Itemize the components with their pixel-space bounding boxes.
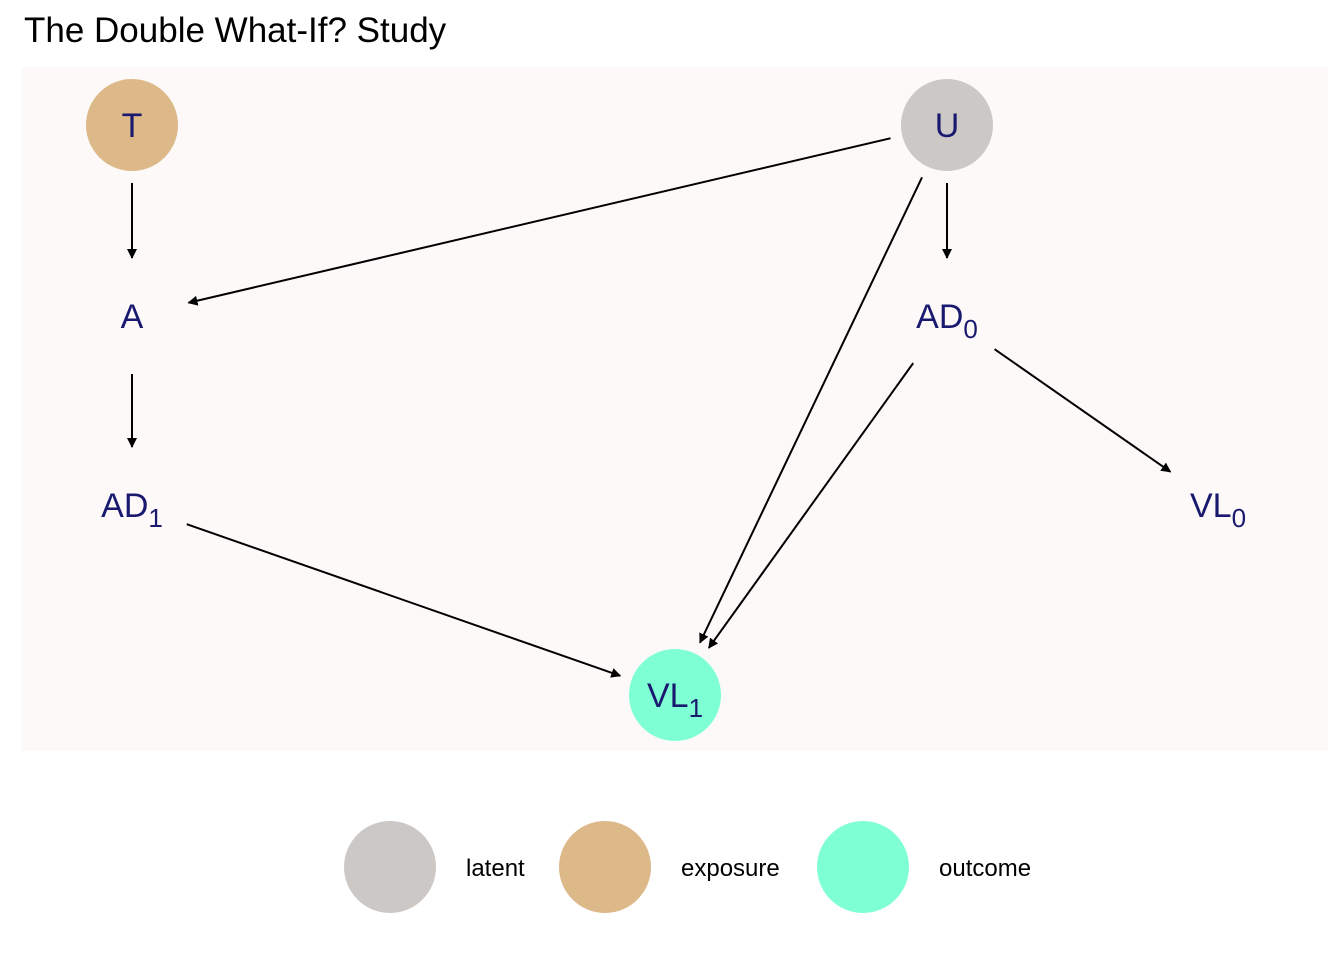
node-circle-outcome: [629, 649, 721, 741]
legend-item-latent: latent: [344, 821, 525, 913]
legend-swatch-latent: [344, 821, 436, 913]
node-label-subscript: 0: [1232, 503, 1246, 533]
node-label-a: A: [121, 298, 144, 336]
node-label-main: A: [121, 298, 144, 336]
node-ad1: AD1: [101, 487, 163, 533]
node-a: A: [121, 298, 144, 336]
node-vl0: VL0: [1190, 487, 1246, 533]
node-label-vl1: VL1: [647, 677, 703, 723]
node-label-subscript: 1: [689, 693, 703, 723]
node-label-ad1: AD1: [101, 487, 163, 533]
legend-swatch-outcome: [817, 821, 909, 913]
node-label-main: VL: [1190, 487, 1232, 525]
edge-u-to-a: [187, 137, 891, 306]
node-ad0: AD0: [916, 298, 978, 344]
legend-item-outcome: outcome: [817, 821, 1031, 913]
node-label-subscript: 1: [148, 503, 162, 533]
legend-item-exposure: exposure: [559, 821, 780, 913]
node-circle-exposure: [86, 79, 178, 171]
node-label-ad0: AD0: [916, 298, 978, 344]
node-label-main: AD: [916, 298, 963, 336]
legend: latent exposure outcome: [344, 821, 1031, 913]
node-label-main: T: [122, 107, 143, 145]
legend-label-outcome: outcome: [939, 855, 1031, 882]
edge-ad0-to-vl1: [708, 362, 914, 649]
node-t: T: [86, 79, 178, 171]
node-label-main: U: [935, 107, 960, 145]
node-circle-latent: [901, 79, 993, 171]
edge-ad1-to-vl1: [186, 523, 622, 678]
node-u: U: [901, 79, 993, 171]
legend-swatch-exposure: [559, 821, 651, 913]
plot-panel: [22, 67, 1328, 751]
node-label-t: T: [122, 107, 143, 145]
edge-u-to-vl1: [699, 176, 923, 644]
legend-label-latent: latent: [466, 855, 525, 882]
edge-ad0-to-vl0: [994, 348, 1172, 473]
node-label-main: AD: [101, 487, 148, 525]
node-label-u: U: [935, 107, 960, 145]
diagram-title: The Double What-If? Study: [24, 11, 447, 50]
node-label-subscript: 0: [963, 314, 977, 344]
legend-label-exposure: exposure: [681, 855, 780, 882]
node-label-main: VL: [647, 677, 689, 715]
node-label-vl0: VL0: [1190, 487, 1246, 533]
node-vl1: VL1: [629, 649, 721, 741]
edge-layer: [127, 137, 1172, 678]
